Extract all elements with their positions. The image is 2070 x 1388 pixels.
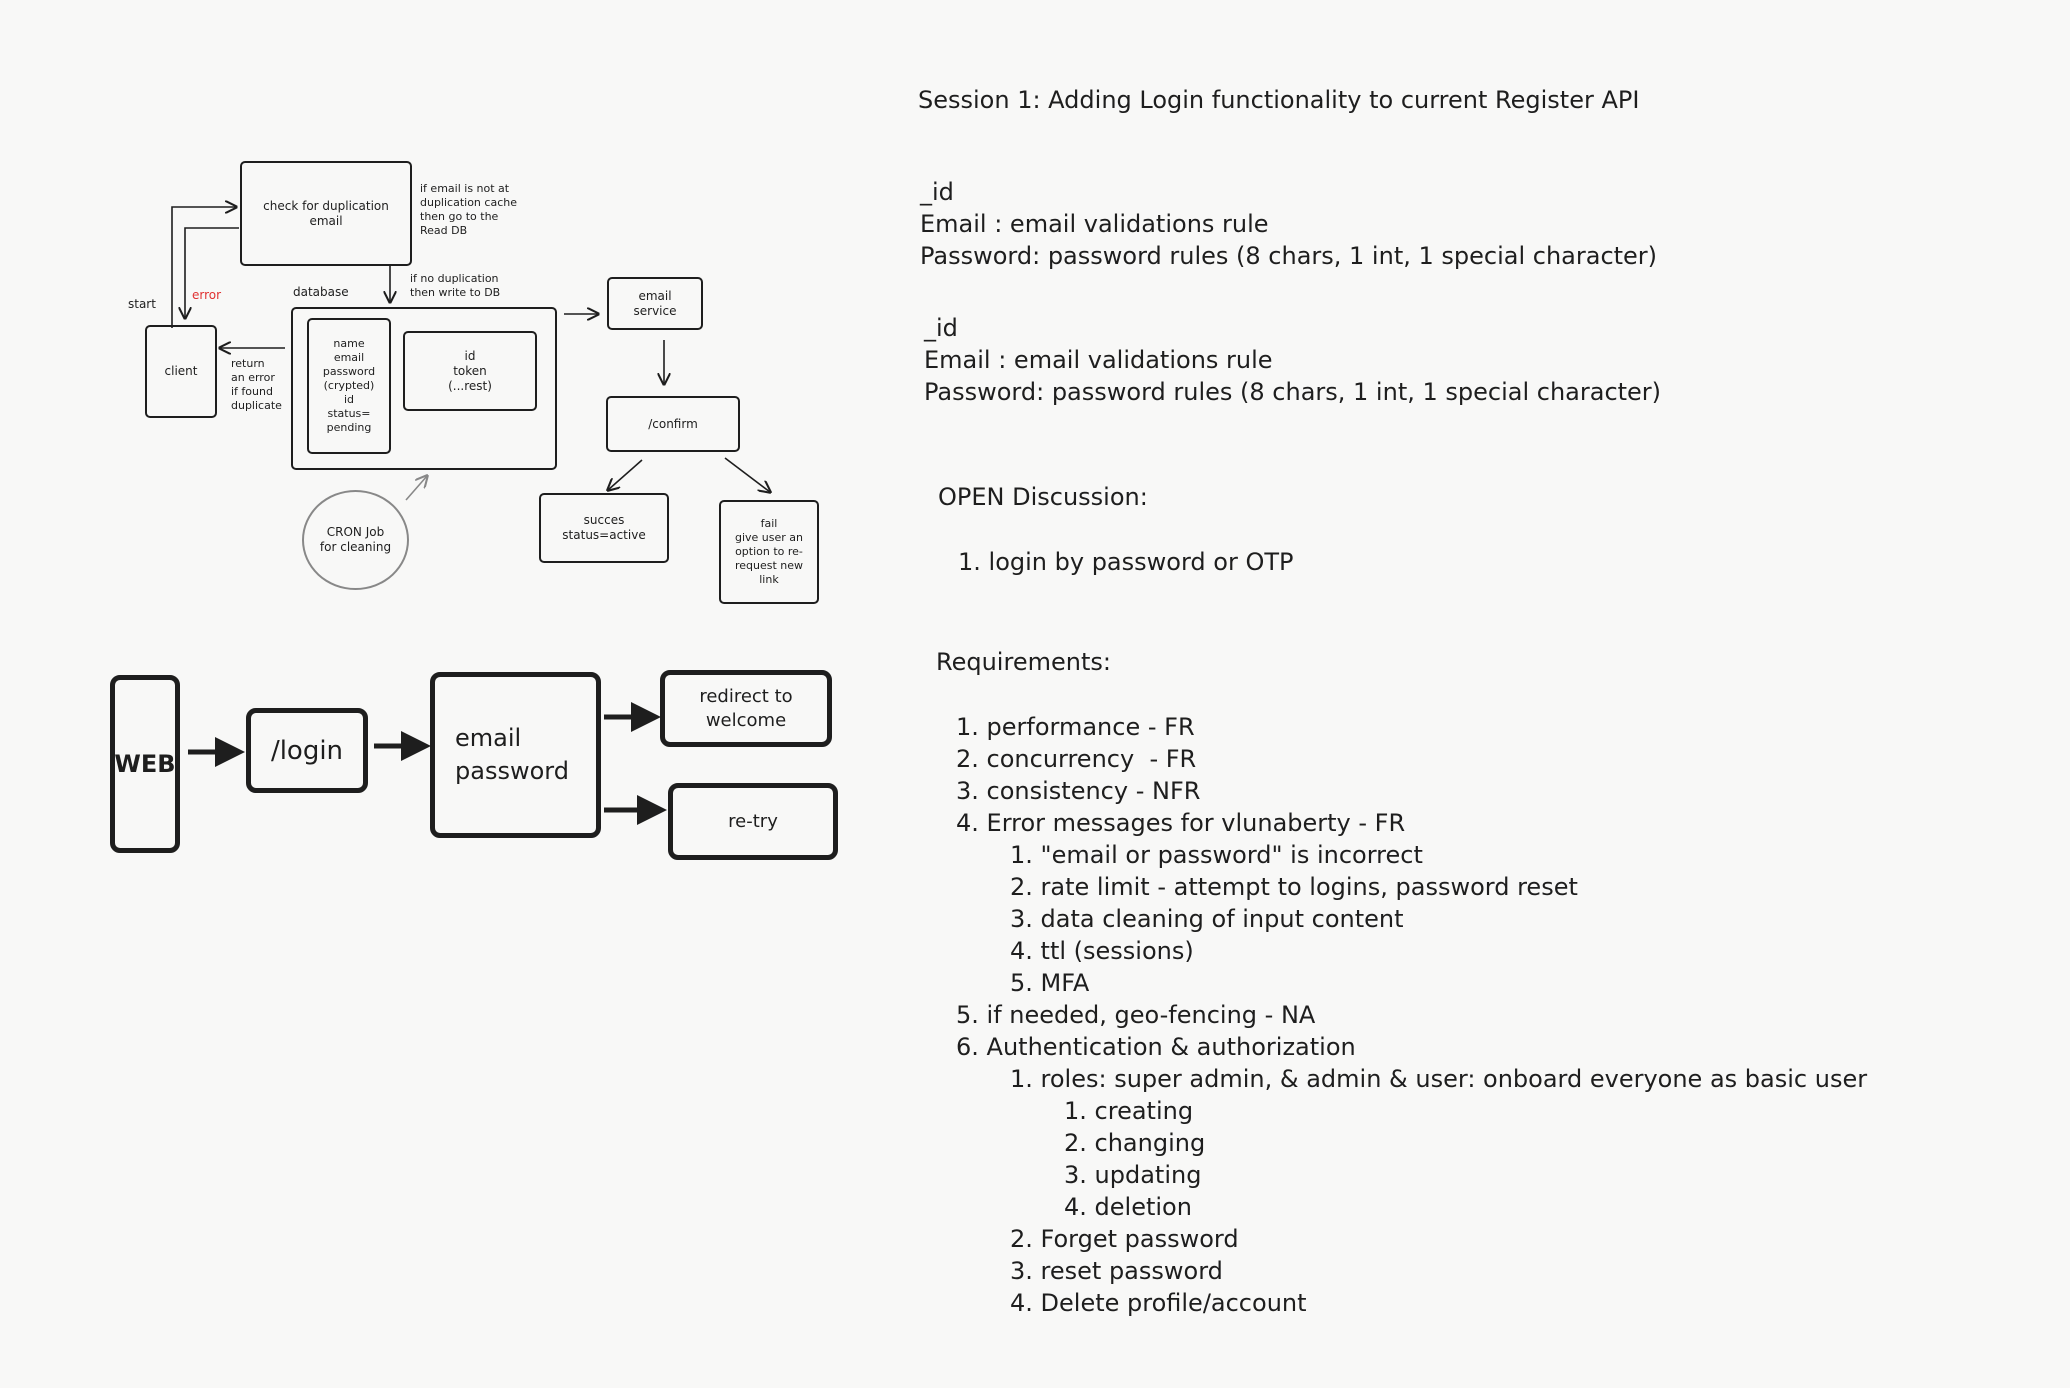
requirement-item: 3. reset password [1010, 1257, 1223, 1285]
confirm-box: /confirm [606, 396, 740, 452]
token-box: id token (...rest) [403, 331, 537, 411]
requirement-item: 1. performance - FR [956, 713, 1195, 741]
success-box: succes status=active [539, 493, 669, 563]
requirement-item: 3. data cleaning of input content [1010, 905, 1404, 933]
fail-box: fail give user an option to re- request … [719, 500, 819, 604]
credentials-box: email password [430, 672, 601, 838]
requirement-item: 1. creating [1064, 1097, 1194, 1125]
arrow-cron-to-db [405, 476, 427, 501]
requirements-heading: Requirements: [936, 648, 1111, 676]
requirement-item: 5. if needed, geo-fencing - NA [956, 1001, 1316, 1029]
error-label: error [192, 288, 222, 302]
schema-block-2: _id Email : email validations rule Passw… [924, 314, 1662, 406]
no-duplication-note: if no duplication then write to DB [410, 272, 501, 299]
session-title: Session 1: Adding Login functionality to… [918, 86, 1640, 114]
return-error-note: return an error if found duplicate [231, 357, 282, 412]
client-box: client [145, 325, 217, 418]
requirement-item: 5. MFA [1010, 969, 1090, 997]
arrow-confirm-to-success [608, 459, 643, 490]
requirement-item: 1. "email or password" is incorrect [1010, 841, 1423, 869]
cache-note: if email is not at duplication cache the… [420, 182, 517, 237]
arrow-error [185, 227, 239, 318]
requirement-item: 2. concurrency - FR [956, 745, 1197, 773]
email-service-box: email service [607, 277, 703, 330]
start-label: start [128, 297, 156, 311]
requirement-item: 3. consistency - NFR [956, 777, 1201, 805]
arrow-confirm-to-fail [724, 457, 770, 492]
requirement-item: 2. Forget password [1010, 1225, 1239, 1253]
database-label: database [293, 285, 349, 299]
check-duplication-box: check for duplication email [240, 161, 412, 266]
requirement-item: 4. Delete profile/account [1010, 1289, 1307, 1317]
requirement-item: 1. roles: super admin, & admin & user: o… [1010, 1065, 1868, 1093]
record-fields-box: name email password (crypted) id status=… [307, 318, 391, 454]
redirect-welcome-box: redirect to welcome [660, 670, 832, 747]
database-box [291, 307, 557, 470]
schema-block-1: _id Email : email validations rule Passw… [920, 178, 1658, 270]
retry-box: re-try [668, 783, 838, 860]
requirements-list: 1. performance - FR 2. concurrency - FR 3.… [956, 711, 1867, 1319]
web-box: WEB [110, 675, 180, 853]
open-discussion-item: 1. login by password or OTP [958, 548, 1294, 576]
login-box: /login [246, 708, 368, 793]
requirement-item: 3. updating [1064, 1161, 1202, 1189]
requirement-item: 4. deletion [1064, 1193, 1192, 1221]
cron-job-circle: CRON Job for cleaning [302, 490, 409, 590]
requirement-item: 6. Authentication & authorization [956, 1033, 1356, 1061]
requirement-item: 2. changing [1064, 1129, 1206, 1157]
requirement-item: 4. ttl (sessions) [1010, 937, 1194, 965]
requirement-item: 4. Error messages for vlunaberty - FR [956, 809, 1406, 837]
requirement-item: 2. rate limit - attempt to logins, passw… [1010, 873, 1578, 901]
open-discussion-heading: OPEN Discussion: [938, 483, 1148, 511]
arrow-start [171, 207, 236, 328]
